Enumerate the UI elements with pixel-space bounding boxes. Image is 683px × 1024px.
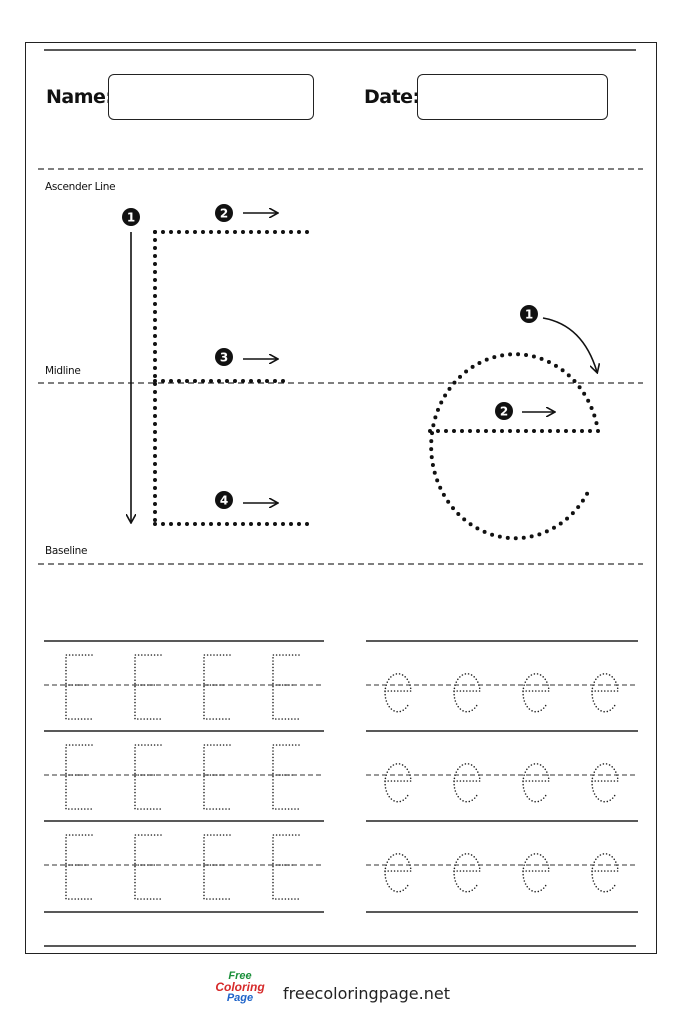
step-badge-4: 4 xyxy=(215,491,233,509)
name-field[interactable] xyxy=(108,74,314,120)
svg-text:2: 2 xyxy=(220,207,228,221)
step-badge-e2: 2 xyxy=(495,402,513,420)
practice-letter-E xyxy=(272,654,300,720)
step-badge-3: 3 xyxy=(215,348,233,366)
practice-letter-e xyxy=(453,672,481,713)
practice-letter-e xyxy=(591,852,619,893)
step-badge-e1: 1 xyxy=(520,305,538,323)
step-badge-1: 1 xyxy=(122,208,140,226)
practice-letter-E xyxy=(203,834,231,900)
lowercase-e-tracing xyxy=(428,352,600,541)
uppercase-e-tracing xyxy=(153,230,315,526)
practice-letter-e xyxy=(453,852,481,893)
practice-letter-E xyxy=(272,834,300,900)
svg-text:1: 1 xyxy=(127,211,135,225)
svg-text:1: 1 xyxy=(525,308,533,322)
practice-letter-E xyxy=(134,744,162,810)
ascender-line-label: Ascender Line xyxy=(45,181,116,193)
stroke-e1-arrow xyxy=(542,317,597,372)
svg-text:4: 4 xyxy=(220,494,228,508)
practice-letter-e xyxy=(522,672,550,713)
practice-letter-E xyxy=(134,834,162,900)
practice-letter-e xyxy=(522,852,550,893)
practice-letter-e xyxy=(384,762,412,803)
midline-label: Midline xyxy=(45,365,81,377)
step-badge-2: 2 xyxy=(215,204,233,222)
practice-letter-E xyxy=(65,654,93,720)
svg-text:2: 2 xyxy=(500,405,508,419)
date-field[interactable] xyxy=(417,74,608,120)
practice-letter-e xyxy=(591,762,619,803)
practice-letter-E xyxy=(134,654,162,720)
svg-text:3: 3 xyxy=(220,351,228,365)
baseline-label: Baseline xyxy=(45,545,88,557)
practice-letter-E xyxy=(272,744,300,810)
practice-letter-E xyxy=(65,834,93,900)
name-label: Name: xyxy=(46,86,113,108)
practice-letter-e xyxy=(384,852,412,893)
practice-section xyxy=(44,640,638,913)
practice-letter-e xyxy=(522,762,550,803)
practice-letter-E xyxy=(203,744,231,810)
date-label: Date: xyxy=(364,86,420,108)
practice-letter-e xyxy=(453,762,481,803)
site-url: freecoloringpage.net xyxy=(283,984,450,1003)
practice-letter-E xyxy=(65,744,93,810)
practice-letter-e xyxy=(591,672,619,713)
practice-letter-E xyxy=(203,654,231,720)
practice-letter-e xyxy=(384,672,412,713)
site-logo: Free Coloring Page xyxy=(215,970,265,1004)
